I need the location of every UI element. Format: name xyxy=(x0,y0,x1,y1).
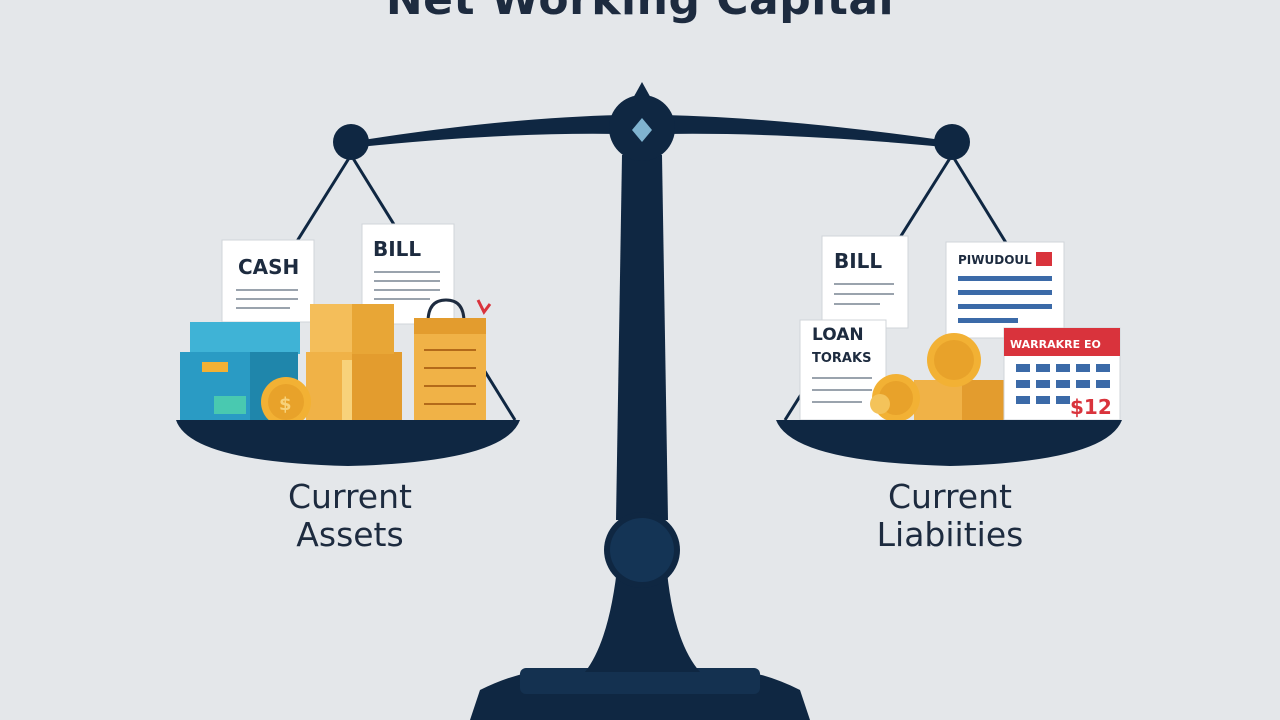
current-liabilities-line2: Liabiities xyxy=(876,515,1024,554)
invoice-document-label: PIWUDOUL xyxy=(958,253,1032,267)
left-bill-document-label: BILL xyxy=(373,237,421,261)
diagram-title: Net Working Capital xyxy=(0,0,1280,25)
current-assets-caption: Current Assets xyxy=(200,478,500,554)
loan-document-label: LOAN xyxy=(812,325,864,345)
cash-document-label: CASH xyxy=(238,255,299,279)
cash-document: CASH xyxy=(221,239,315,323)
left-pan-items: CASH BILL xyxy=(180,223,492,427)
right-pan-items: BILL PIWUDOUL LOAN TORAKS xyxy=(799,235,1121,422)
calendar-header-label: WARRAKRE EO xyxy=(1010,338,1101,351)
calendar-footer-label: $12 xyxy=(1070,395,1112,419)
invoice-document: PIWUDOUL xyxy=(945,241,1065,339)
scale-pole xyxy=(585,155,700,672)
left-pan xyxy=(176,420,520,466)
gold-coin: $ xyxy=(261,377,311,427)
current-liabilities-caption: Current Liabiities xyxy=(800,478,1100,554)
right-pan xyxy=(776,420,1122,466)
right-bill-document-label: BILL xyxy=(834,249,882,273)
scale-beam xyxy=(333,82,970,161)
gold-coin-stack xyxy=(870,333,981,422)
svg-text:$: $ xyxy=(279,394,292,415)
current-liabilities-line1: Current xyxy=(888,477,1012,516)
right-bill-document: BILL xyxy=(821,235,909,329)
scale-base xyxy=(470,668,810,720)
current-assets-line1: Current xyxy=(288,477,412,516)
shopping-bag xyxy=(414,298,492,420)
current-assets-line2: Assets xyxy=(296,515,404,554)
loan-document-sublabel: TORAKS xyxy=(812,351,871,366)
cardboard-boxes xyxy=(306,304,402,420)
calendar: WARRAKRE EO $12 xyxy=(1003,327,1121,421)
